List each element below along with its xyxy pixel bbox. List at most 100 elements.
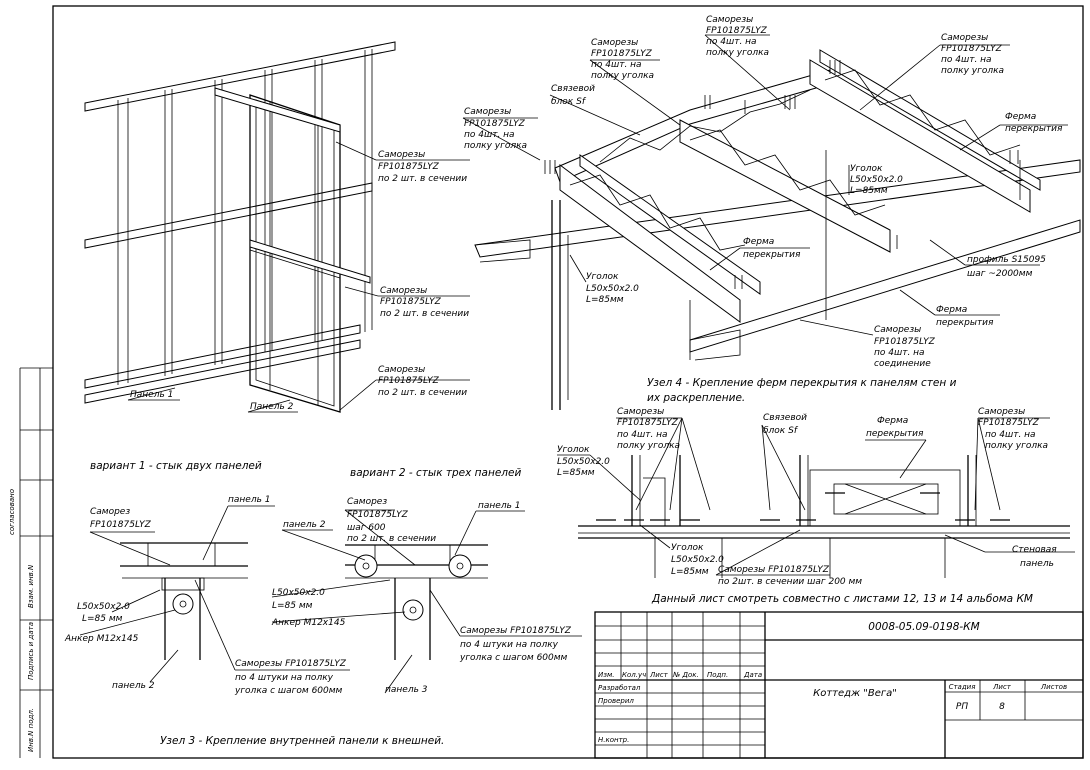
variant-2-drawing bbox=[271, 509, 582, 694]
section-wall-panel-label: Стеновая панель bbox=[1012, 545, 1057, 569]
svg-text:FP101875LYZ: FP101875LYZ bbox=[706, 26, 768, 36]
svg-text:L=85 мм: L=85 мм bbox=[272, 601, 313, 611]
section-sc-right: Саморезы FP101875LYZ по 4шт. на полку уг… bbox=[978, 407, 1048, 451]
svg-text:полку уголка: полку уголка bbox=[985, 441, 1048, 451]
svg-text:перекрытия: перекрытия bbox=[936, 318, 994, 328]
svg-text:соединение: соединение bbox=[874, 359, 931, 369]
svg-text:FP101875LYZ: FP101875LYZ bbox=[378, 376, 440, 386]
svg-text:Ферма: Ферма bbox=[936, 305, 967, 315]
svg-text:FP101875LYZ: FP101875LYZ bbox=[617, 418, 679, 428]
sign-date-label: Подпись и дата bbox=[27, 622, 35, 680]
svg-text:Саморезы: Саморезы bbox=[378, 365, 425, 375]
wall-screws-top-callout: Саморезы FP101875LYZ по 2 шт. в сечении bbox=[378, 150, 467, 184]
svg-text:по 4шт. на: по 4шт. на bbox=[985, 430, 1036, 440]
truss-sc-top-center: Саморезы FP101875LYZ по 4шт. на полку уг… bbox=[706, 15, 769, 58]
svg-text:L50x50x2.0: L50x50x2.0 bbox=[586, 284, 639, 294]
svg-text:Ферма: Ферма bbox=[877, 416, 908, 426]
truss-sc-left: Саморезы FP101875LYZ по 4шт. на полку уг… bbox=[464, 107, 527, 151]
v1-screws-label: Саморезы FP101875LYZ по 4 штуки на полку… bbox=[234, 659, 347, 696]
truss-brace-label: Связевой блок Sf bbox=[551, 84, 595, 107]
sheet-frame bbox=[52, 5, 1084, 759]
svg-text:шаг 600: шаг 600 bbox=[347, 523, 386, 533]
truss-sc-top-left: Саморезы FP101875LYZ по 4шт. на полку уг… bbox=[591, 38, 654, 81]
section-sc-left: Саморезы FP101875LYZ по 4шт. на полку уг… bbox=[617, 407, 680, 451]
svg-text:полку уголка: полку уголка bbox=[617, 441, 680, 451]
svg-text:Саморезы: Саморезы bbox=[617, 407, 664, 417]
svg-text:№ Док.: № Док. bbox=[672, 671, 699, 679]
svg-text:профиль S15095: профиль S15095 bbox=[967, 255, 1046, 265]
svg-text:по 4шт. на: по 4шт. на bbox=[591, 60, 642, 70]
node3-caption: Узел 3 - Крепление внутренней панели к в… bbox=[160, 735, 444, 747]
svg-text:перекрытия: перекрытия bbox=[743, 250, 801, 260]
svg-text:по 4 штуки на полку: по 4 штуки на полку bbox=[460, 640, 559, 650]
panel-2-label: Панель 2 bbox=[250, 402, 294, 412]
v1-panel1-label: панель 1 bbox=[228, 495, 270, 505]
svg-text:FP101875LYZ: FP101875LYZ bbox=[347, 510, 409, 520]
svg-text:Саморез: Саморез bbox=[90, 507, 130, 517]
v2-angle-label: L50x50x2.0 L=85 мм bbox=[272, 588, 325, 611]
v1-screw-label: Саморез FP101875LYZ bbox=[90, 507, 152, 530]
variant-1-drawing bbox=[79, 505, 350, 683]
svg-text:Уголок: Уголок bbox=[557, 445, 590, 455]
section-angle-bottom: Уголок L50x50x2.0 L=85мм bbox=[671, 543, 724, 577]
wall-screws-bottom-callout: Саморезы FP101875LYZ по 2 шт. в сечении bbox=[378, 365, 467, 398]
svg-text:шаг ~2000мм: шаг ~2000мм bbox=[967, 269, 1033, 279]
norm-control-label: Н.контр. bbox=[598, 736, 629, 744]
v2-panel2-label: панель 2 bbox=[283, 520, 326, 530]
node4-caption: Узел 4 - Крепление ферм перекрытия к пан… bbox=[647, 377, 957, 404]
v1-panel2-label: панель 2 bbox=[112, 681, 155, 691]
svg-text:Уголок: Уголок bbox=[671, 543, 704, 553]
svg-text:по 4шт. на: по 4шт. на bbox=[941, 55, 992, 65]
svg-text:L50x50x2.0: L50x50x2.0 bbox=[850, 175, 903, 185]
truss-sc-top-right: Саморезы FP101875LYZ по 4шт. на полку уг… bbox=[941, 33, 1004, 76]
svg-text:Ферма: Ферма bbox=[743, 237, 774, 247]
truss-farm-right-label: Ферма перекрытия bbox=[1005, 112, 1063, 134]
truss-angle-center: Уголок L50x50x2.0 L=85мм bbox=[850, 164, 903, 196]
v2-panel1-label: панель 1 bbox=[478, 501, 520, 511]
section-drawing bbox=[557, 417, 1075, 578]
svg-text:Изм.: Изм. bbox=[598, 671, 614, 679]
side-strip: согласовано Взам. инв.N Подпись и дата И… bbox=[8, 367, 53, 758]
svg-text:L=85 мм: L=85 мм bbox=[82, 614, 123, 624]
stage-header: Стадия bbox=[949, 683, 976, 691]
section-angle-top: Уголок L50x50x2.0 L=85мм bbox=[557, 445, 610, 478]
truss-profile-label: профиль S15095 шаг ~2000мм bbox=[967, 255, 1046, 279]
sheets-header: Листов bbox=[1040, 683, 1067, 691]
svg-text:Дата: Дата bbox=[743, 671, 762, 679]
svg-text:полку уголка: полку уголка bbox=[941, 66, 1004, 76]
object-name: Коттедж "Вега" bbox=[813, 688, 897, 699]
inv-replace-label: Взам. инв.N bbox=[27, 564, 35, 608]
svg-text:Узел 4 - Крепление ферм перекр: Узел 4 - Крепление ферм перекрытия к пан… bbox=[647, 377, 957, 389]
svg-text:Уголок: Уголок bbox=[586, 272, 619, 282]
svg-text:Саморез: Саморез bbox=[347, 497, 387, 507]
section-brace-label: Связевой блок Sf bbox=[763, 413, 807, 436]
svg-text:FP101875LYZ: FP101875LYZ bbox=[464, 119, 526, 129]
v2-panel3-label: панель 3 bbox=[385, 685, 428, 695]
svg-text:Лист: Лист bbox=[649, 671, 669, 679]
checker-label: Проверил bbox=[598, 697, 634, 705]
svg-text:Уголок: Уголок bbox=[850, 164, 883, 174]
svg-text:FP101875LYZ: FP101875LYZ bbox=[978, 418, 1040, 428]
svg-text:Связевой: Связевой bbox=[551, 84, 595, 94]
section-sc-bottom-2: по 2шт. в сечении шаг 200 мм bbox=[718, 577, 862, 587]
svg-text:Ферма: Ферма bbox=[1005, 112, 1036, 122]
svg-text:Подп.: Подп. bbox=[707, 671, 728, 679]
svg-text:FP101875LYZ: FP101875LYZ bbox=[380, 297, 442, 307]
v2-anchor-label: Анкер M12x145 bbox=[271, 618, 346, 628]
svg-text:Кол.уч: Кол.уч bbox=[622, 671, 646, 679]
svg-text:FP101875LYZ: FP101875LYZ bbox=[90, 520, 152, 530]
svg-text:FP101875LYZ: FP101875LYZ bbox=[378, 162, 440, 172]
title-block-cols: Изм. Кол.уч Лист № Док. Подп. Дата bbox=[598, 671, 762, 679]
svg-text:Саморезы: Саморезы bbox=[591, 38, 638, 48]
svg-text:уголка с шагом 600мм: уголка с шагом 600мм bbox=[459, 653, 568, 663]
svg-text:по 2 шт. в сечении: по 2 шт. в сечении bbox=[347, 534, 436, 544]
svg-text:по 4 штуки на полку: по 4 штуки на полку bbox=[235, 673, 334, 683]
svg-text:уголка с шагом 600мм: уголка с шагом 600мм bbox=[234, 686, 343, 696]
truss-angle-left: Уголок L50x50x2.0 L=85мм bbox=[586, 272, 639, 305]
truss-farm-bottom-label: Ферма перекрытия bbox=[936, 305, 994, 328]
sheet-header: Лист bbox=[992, 683, 1012, 691]
svg-text:перекрытия: перекрытия bbox=[1005, 124, 1063, 134]
section-farm-label: Ферма перекрытия bbox=[866, 416, 924, 439]
title-block bbox=[594, 611, 1084, 759]
